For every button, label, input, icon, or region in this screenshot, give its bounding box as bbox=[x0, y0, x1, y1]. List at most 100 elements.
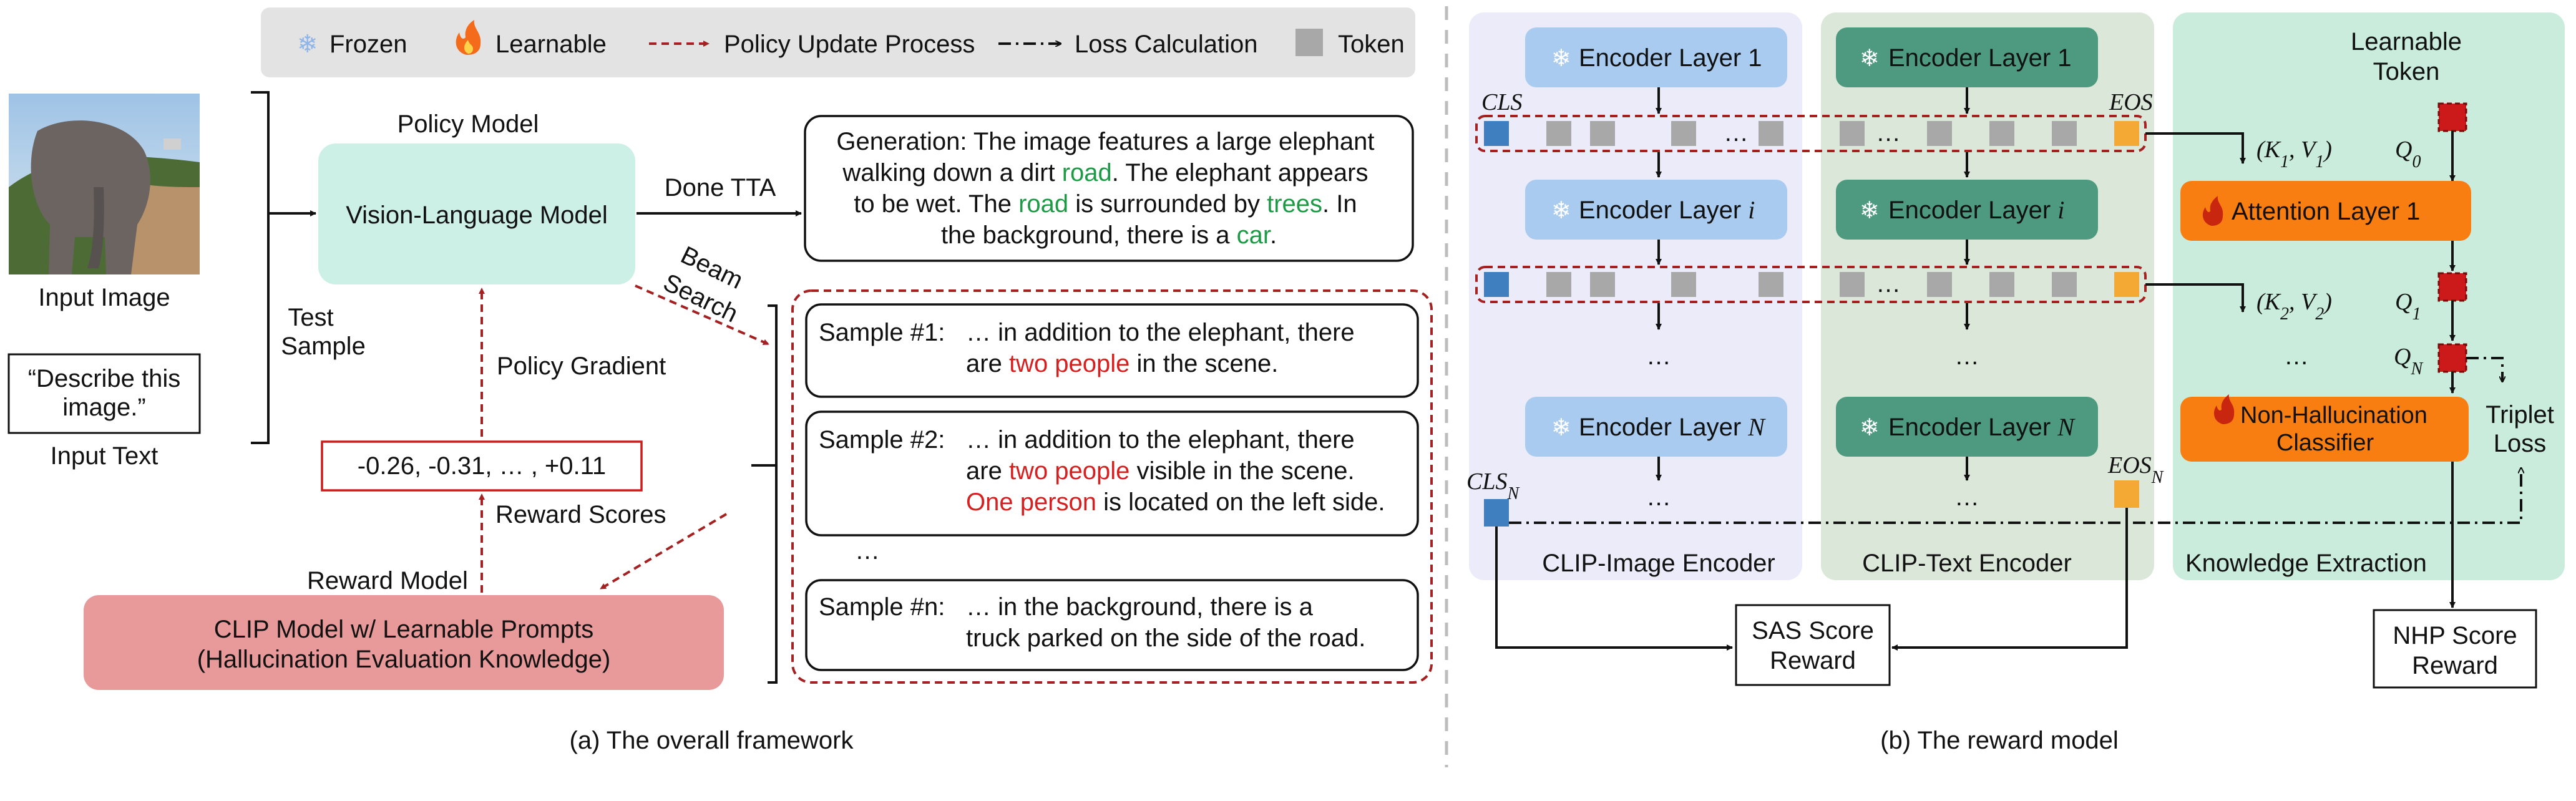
input-text-label: Input Text bbox=[51, 442, 159, 470]
kv2-arrow bbox=[2145, 283, 2246, 313]
sas-score-reward-box bbox=[1735, 604, 1891, 686]
learnable-token-line1: Learnable bbox=[2351, 28, 2462, 56]
svg-text:Encoder Layer N: Encoder Layer N bbox=[1888, 413, 2076, 441]
text-encoder-dots: … bbox=[1954, 342, 1979, 370]
svg-text:Encoder Layer N: Encoder Layer N bbox=[1579, 413, 1766, 441]
reward-scores-label: Reward Scores bbox=[495, 501, 666, 528]
input-text-line2: image.” bbox=[62, 394, 145, 421]
legend-token-square bbox=[1295, 29, 1323, 56]
triplet-loss-line1: Triplet bbox=[2486, 401, 2554, 429]
sample-box bbox=[805, 579, 1419, 671]
token-qn bbox=[2437, 343, 2467, 373]
input-text-box bbox=[7, 353, 201, 434]
legend-background bbox=[261, 7, 1415, 77]
vlm-label: Vision-Language Model bbox=[346, 201, 608, 229]
clip-model-line2: (Hallucination Evaluation Knowledge) bbox=[197, 646, 611, 673]
sample-box bbox=[805, 410, 1419, 536]
svg-text:…: … bbox=[1876, 270, 1901, 298]
reward-scores-box bbox=[321, 440, 643, 492]
legend: ❄ Frozen Learnable Policy Update Process… bbox=[261, 7, 1415, 77]
triplet-loss-line2: Loss bbox=[2494, 430, 2547, 457]
svg-text:Encoder Layer 1: Encoder Layer 1 bbox=[1888, 44, 2072, 72]
snowflake-icon: ❄ bbox=[297, 31, 318, 58]
image-encoder-dots: … bbox=[1646, 342, 1671, 370]
test-sample-line2: Sample bbox=[281, 333, 366, 360]
token-row-i: … bbox=[1475, 266, 2147, 303]
samples-brace bbox=[751, 304, 778, 684]
generation-box bbox=[804, 115, 1414, 262]
attention-layer-box: Attention Layer 1 bbox=[2180, 181, 2471, 241]
sample-text: … in the background, there is a truck pa… bbox=[966, 593, 1365, 652]
vlm-box bbox=[318, 143, 635, 284]
snowflake-icon: ❄ bbox=[1551, 198, 1571, 224]
input-image bbox=[9, 94, 200, 274]
loss-calculation-line bbox=[1509, 468, 2521, 524]
svg-text:Attention Layer 1: Attention Layer 1 bbox=[2232, 198, 2420, 225]
nhp-score-line1: NHP Score bbox=[2393, 622, 2517, 649]
image-encoder-layer: ❄ Encoder Layer i bbox=[1525, 180, 1787, 240]
legend-token: Token bbox=[1338, 31, 1405, 58]
sample-id: Sample #n: bbox=[819, 593, 945, 621]
sample-id: Sample #2: bbox=[819, 426, 945, 454]
encoder-flow-arrows bbox=[1656, 87, 1970, 481]
nhp-score-reward-box bbox=[2373, 609, 2537, 689]
input-image-label: Input Image bbox=[38, 284, 170, 311]
knowledge-extraction-panel bbox=[2173, 12, 2565, 580]
eos-n-token bbox=[2114, 480, 2139, 508]
clip-image-encoder-label: CLIP-Image Encoder bbox=[1542, 550, 1775, 577]
samples-container bbox=[791, 289, 1433, 684]
caption-a: (a) The overall framework bbox=[570, 727, 854, 754]
cls-label: CLS bbox=[1481, 89, 1522, 115]
cls-to-sas-arrow bbox=[1495, 527, 1733, 651]
token-q1 bbox=[2437, 272, 2467, 302]
legend-frozen: Frozen bbox=[329, 31, 407, 58]
image-encoder-layer: ❄ Encoder Layer 1 bbox=[1525, 27, 1787, 87]
qn-to-triplet-arrow bbox=[2466, 357, 2502, 382]
svg-text:Classifier: Classifier bbox=[2276, 430, 2374, 456]
learnable-token-q0 bbox=[2437, 102, 2467, 132]
cls-n-token bbox=[1484, 499, 1509, 527]
sample-text: … in addition to the elephant, there are… bbox=[966, 319, 1362, 377]
image-encoder-layer: ❄ Encoder Layer N bbox=[1525, 397, 1787, 457]
svg-text:…: … bbox=[1876, 119, 1901, 147]
test-sample-line1: Test bbox=[288, 304, 333, 331]
text-encoder-layer: ❄ Encoder Layer N bbox=[1836, 397, 2098, 457]
sample-id: Sample #1: bbox=[819, 319, 945, 346]
knowledge-extraction-label: Knowledge Extraction bbox=[2185, 550, 2427, 577]
sample-box bbox=[805, 303, 1419, 398]
snowflake-icon: ❄ bbox=[1860, 415, 1880, 441]
legend-learnable: Learnable bbox=[495, 31, 607, 58]
reward-scores-values: -0.26, -0.31, … , +0.11 bbox=[358, 452, 606, 480]
clip-model-line1: CLIP Model w/ Learnable Prompts bbox=[214, 616, 593, 643]
svg-text:Encoder Layer i: Encoder Layer i bbox=[1888, 196, 2064, 224]
clip-text-encoder-label: CLIP-Text Encoder bbox=[1862, 550, 2072, 577]
text-encoder-layer: ❄ Encoder Layer i bbox=[1836, 180, 2098, 240]
text-encoder-layer: ❄ Encoder Layer 1 bbox=[1836, 27, 2098, 87]
token-row-1: … … bbox=[1475, 115, 2147, 152]
input-brace bbox=[251, 91, 313, 444]
svg-text:Non-Hallucination: Non-Hallucination bbox=[2240, 402, 2427, 429]
nhp-score-line2: Reward bbox=[2412, 652, 2498, 679]
snowflake-icon: ❄ bbox=[1551, 415, 1571, 441]
fire-icon bbox=[2202, 196, 2223, 226]
snowflake-icon: ❄ bbox=[1551, 46, 1571, 72]
sas-score-line1: SAS Score bbox=[1752, 617, 1874, 644]
kv1-arrow bbox=[2145, 132, 2246, 164]
svg-text:Encoder Layer i: Encoder Layer i bbox=[1579, 196, 1755, 224]
done-tta-label: Done TTA bbox=[665, 174, 776, 201]
knowledge-dots: … bbox=[2284, 342, 2309, 370]
svg-text:…: … bbox=[1724, 119, 1749, 147]
image-encoder-dots-bottom: … bbox=[1646, 483, 1671, 511]
eos-label: EOS bbox=[2109, 89, 2153, 115]
legend-policy-update: Policy Update Process bbox=[724, 31, 975, 58]
fire-icon bbox=[456, 20, 481, 55]
fire-icon bbox=[2213, 394, 2235, 424]
policy-gradient-label: Policy Gradient bbox=[497, 352, 666, 380]
svg-text:Encoder Layer 1: Encoder Layer 1 bbox=[1579, 44, 1762, 72]
clip-reward-model-box bbox=[84, 595, 724, 690]
sas-score-line2: Reward bbox=[1770, 647, 1856, 674]
policy-model-label: Policy Model bbox=[398, 110, 539, 138]
text-encoder-dots-bottom: … bbox=[1954, 483, 1979, 511]
nh-classifier-box: Non-Hallucination Classifier bbox=[2180, 394, 2469, 462]
